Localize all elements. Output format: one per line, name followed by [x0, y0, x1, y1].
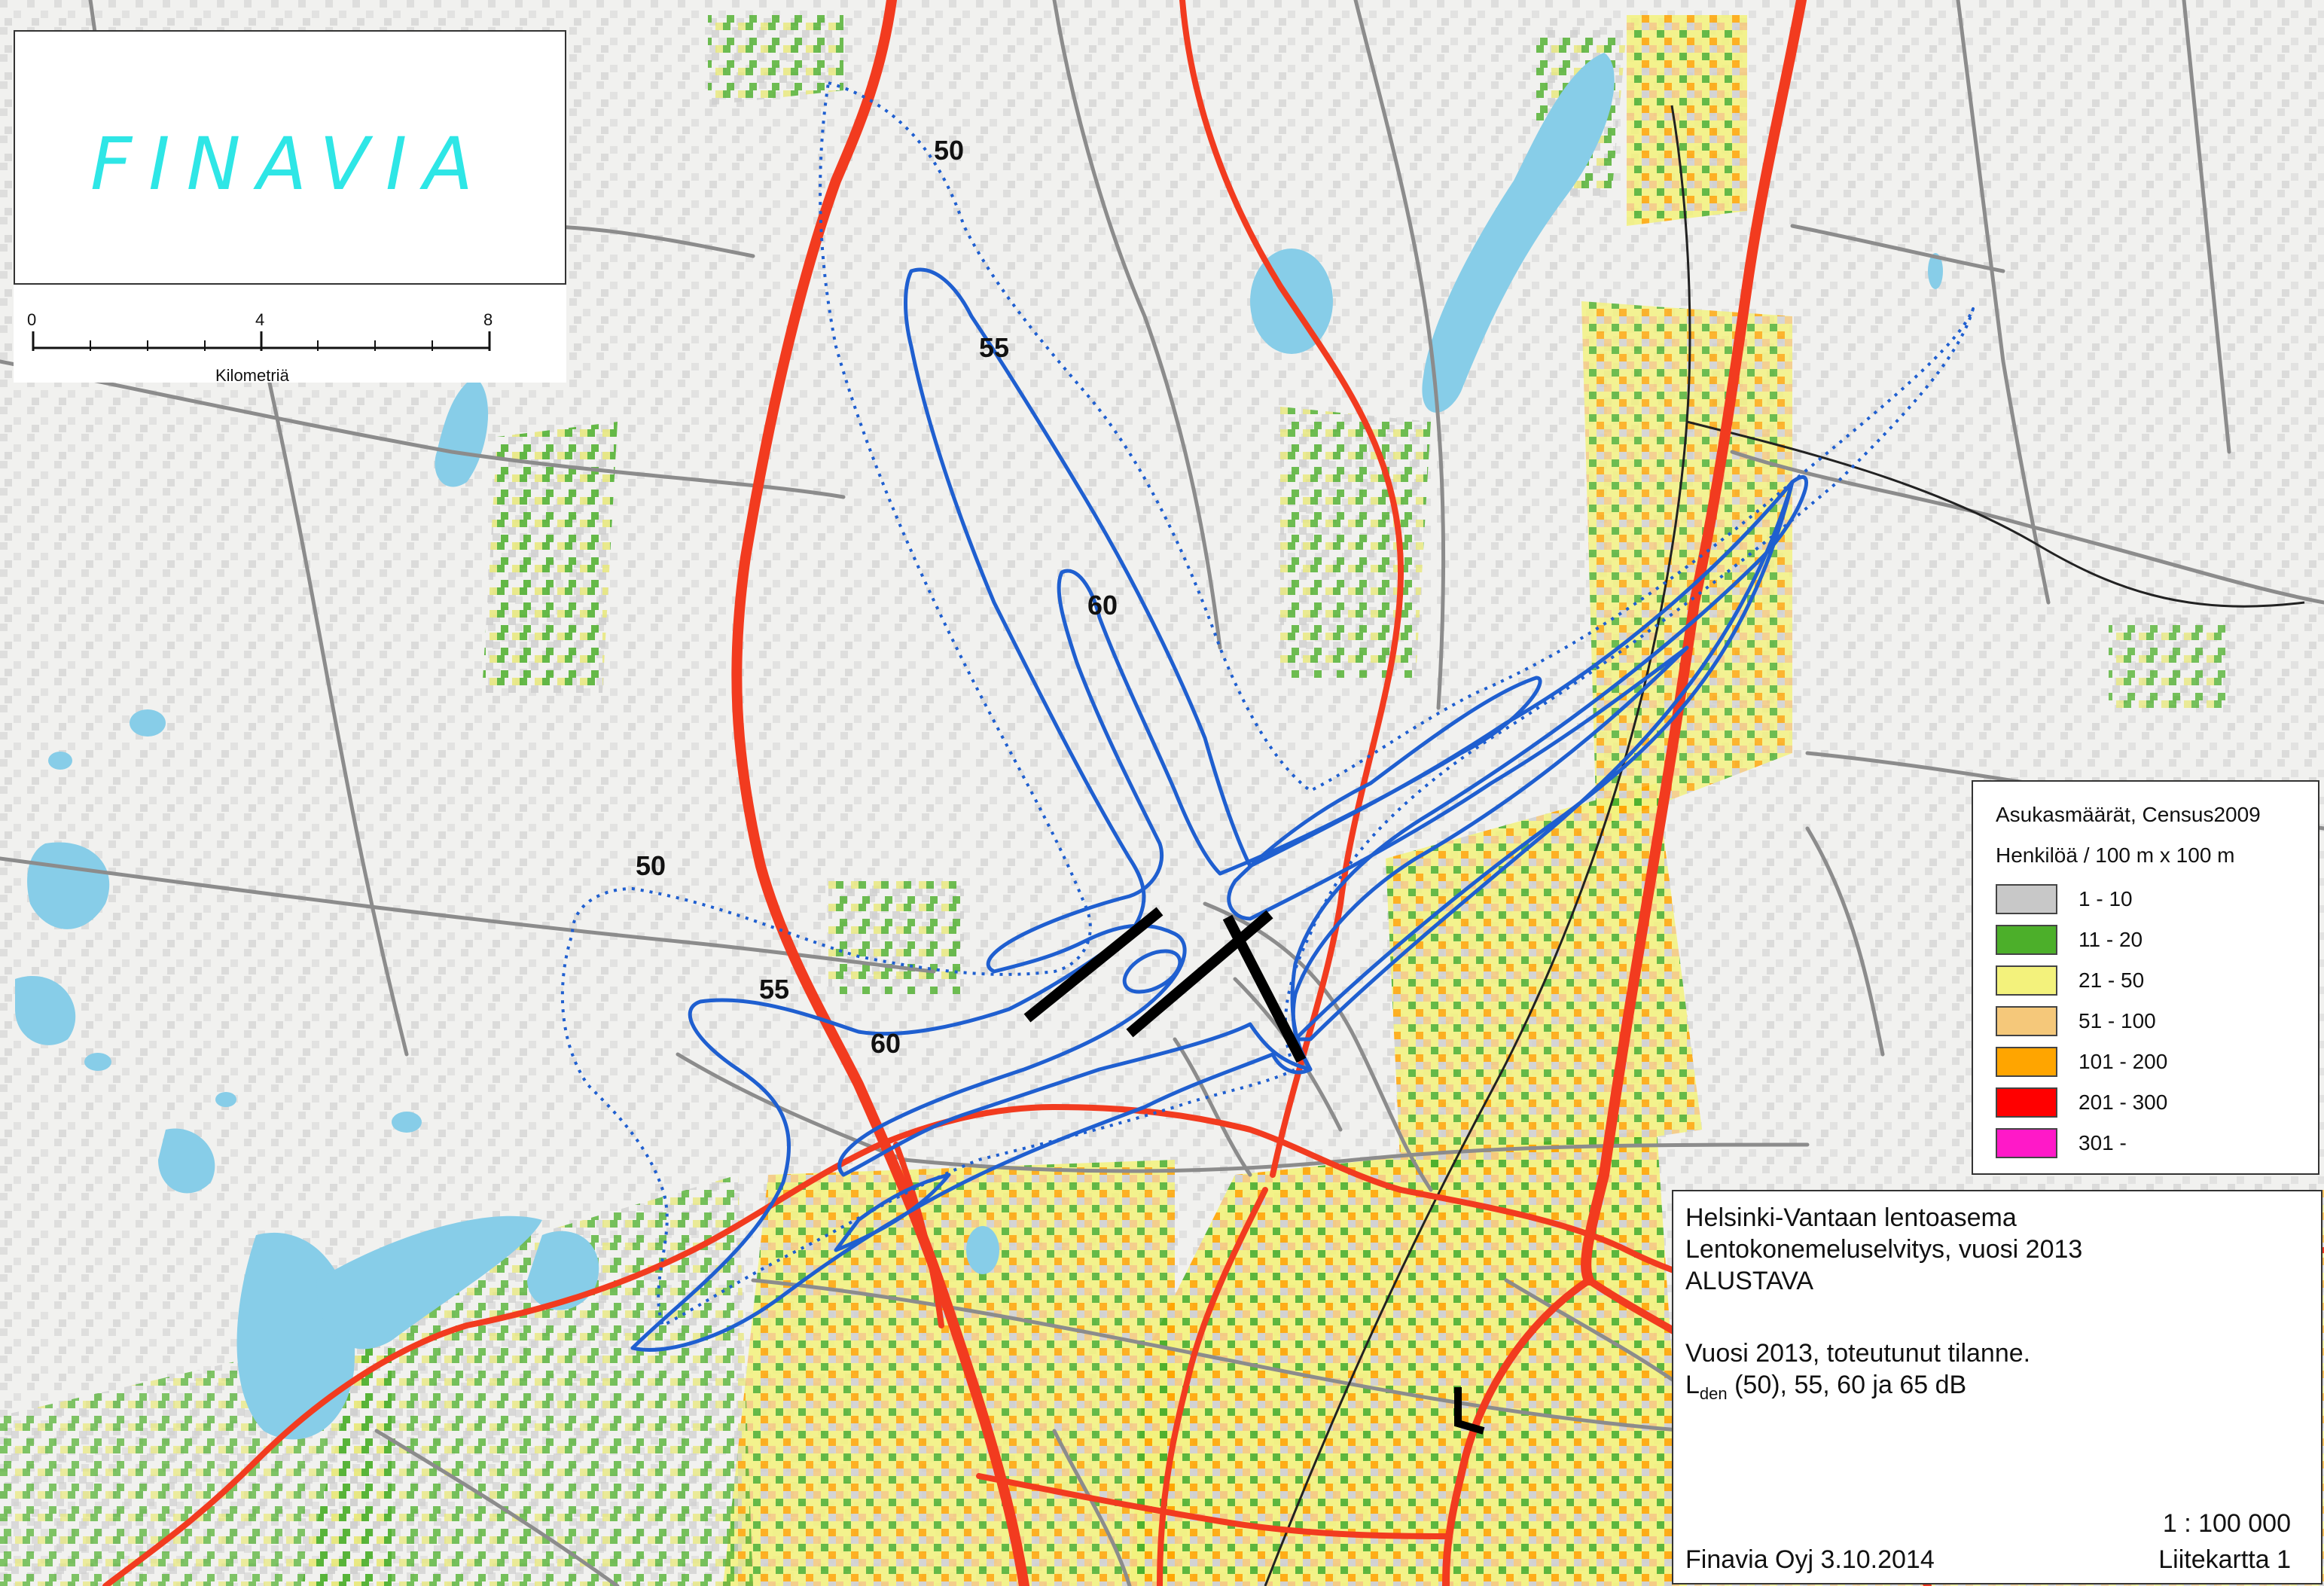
contour-label-60: 60 — [871, 1028, 901, 1059]
legend-label: 51 - 100 — [2078, 1009, 2156, 1032]
info-study: Lentokonemeluselvitys, vuosi 2013 — [1685, 1235, 2083, 1264]
legend-label: 201 - 300 — [2078, 1090, 2168, 1114]
legend-swatch — [1996, 884, 2057, 914]
legend-item: 51 - 100 — [1996, 1006, 2312, 1039]
runways — [1023, 907, 1307, 1063]
contour-label-55: 55 — [759, 974, 789, 1005]
lden-l: L — [1685, 1371, 1700, 1399]
lden-sub: den — [1699, 1383, 1728, 1403]
info-levels: Lden (50), 55, 60 ja 65 dB — [1685, 1371, 1966, 1404]
legend-item: 11 - 20 — [1996, 925, 2312, 958]
info-appendix: Liitekartta 1 — [2158, 1545, 2291, 1574]
info-author-date: Finavia Oyj 3.10.2014 — [1685, 1545, 1935, 1574]
legend-swatch — [1996, 1087, 2057, 1118]
legend-swatch — [1996, 1128, 2057, 1158]
railways — [1264, 105, 2305, 1586]
scale-bar: 0 4 8 Kilometriä — [14, 285, 566, 385]
scale-tick-8: 8 — [483, 310, 493, 329]
info-scenario: Vuosi 2013, toteutunut tilanne. — [1685, 1339, 2031, 1368]
lden-values: (50), 55, 60 ja 65 dB — [1727, 1371, 1967, 1399]
contour-label-50: 50 — [934, 135, 964, 166]
scale-tick-4: 4 — [255, 310, 264, 329]
contour-label-55: 55 — [979, 332, 1009, 363]
contour-labels: 50 55 60 50 55 60 — [636, 135, 1118, 1059]
airport-l-marker — [1454, 1387, 1485, 1435]
legend-swatch — [1996, 925, 2057, 955]
contour-65 — [1122, 949, 1182, 994]
legend-item: 1 - 10 — [1996, 884, 2312, 917]
contour-60-ne — [1293, 480, 1795, 1042]
contour-55-sw — [834, 1173, 951, 1252]
runway-2 — [1126, 910, 1273, 1038]
map-scale: 1 : 100 000 — [2162, 1509, 2291, 1538]
legend-swatch — [1996, 965, 2057, 996]
legend-panel: Asukasmäärät, Census2009 Henkilöä / 100 … — [1972, 780, 2319, 1175]
legend-title: Asukasmäärät, Census2009 — [1996, 803, 2261, 826]
finavia-logo: FINAVIA — [90, 122, 490, 206]
legend-item: 301 - — [1996, 1128, 2312, 1161]
info-airport: Helsinki-Vantaan lentoasema — [1685, 1203, 2017, 1232]
logo-panel: FINAVIA — [14, 30, 566, 285]
legend-label: 301 - — [2078, 1131, 2127, 1154]
contour-label-60: 60 — [1087, 590, 1118, 621]
legend-swatch — [1996, 1047, 2057, 1077]
legend-label: 101 - 200 — [2078, 1050, 2168, 1073]
scale-tick-0: 0 — [27, 310, 36, 329]
runway-3 — [1222, 914, 1307, 1063]
legend-label: 21 - 50 — [2078, 968, 2145, 992]
legend-label: 1 - 10 — [2078, 887, 2133, 910]
contour-50-dotted — [560, 81, 1975, 1327]
contour-60 — [837, 569, 1689, 1177]
legend-item: 201 - 300 — [1996, 1087, 2312, 1121]
scale-unit: Kilometriä — [215, 366, 290, 385]
info-panel: Helsinki-Vantaan lentoasema Lentokonemel… — [1672, 1190, 2322, 1584]
info-status: ALUSTAVA — [1685, 1267, 1814, 1295]
legend-swatch — [1996, 1006, 2057, 1036]
runway-1 — [1023, 907, 1164, 1023]
legend-subtitle: Henkilöä / 100 m x 100 m — [1996, 843, 2235, 867]
legend-label: 11 - 20 — [2078, 928, 2143, 951]
contour-label-50: 50 — [636, 850, 666, 881]
legend-item: 21 - 50 — [1996, 965, 2312, 999]
legend-item: 101 - 200 — [1996, 1047, 2312, 1080]
